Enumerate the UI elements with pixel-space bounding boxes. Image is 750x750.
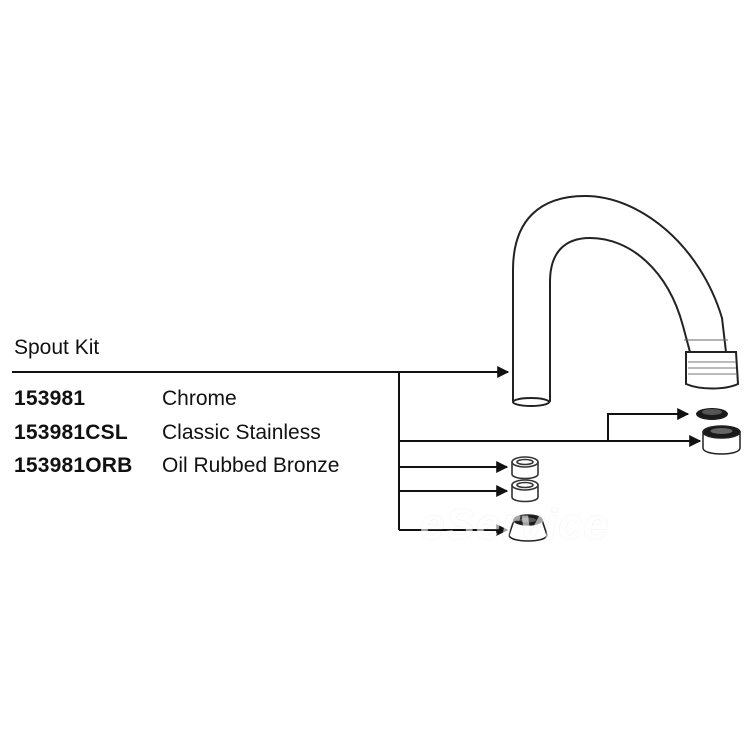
leader-oring-arrow: [607, 408, 690, 441]
spout-icon: [512, 194, 740, 407]
cone-bushing-icon: [508, 514, 548, 542]
ring-washer-icon: [511, 456, 539, 480]
finish-label: Oil Rubbed Bronze: [162, 454, 340, 477]
watermark: eService: [420, 500, 610, 549]
ring-washer-icon: [511, 479, 539, 503]
kit-title: Spout Kit: [14, 336, 100, 359]
finish-label: Chrome: [162, 387, 237, 410]
aerator-icon: [702, 425, 741, 455]
o-ring-icon: [696, 408, 728, 420]
part-number: 153981CSL: [14, 421, 128, 444]
part-number: 153981: [14, 387, 86, 410]
part-number: 153981ORB: [14, 454, 133, 477]
finish-label: Classic Stainless: [162, 421, 321, 444]
